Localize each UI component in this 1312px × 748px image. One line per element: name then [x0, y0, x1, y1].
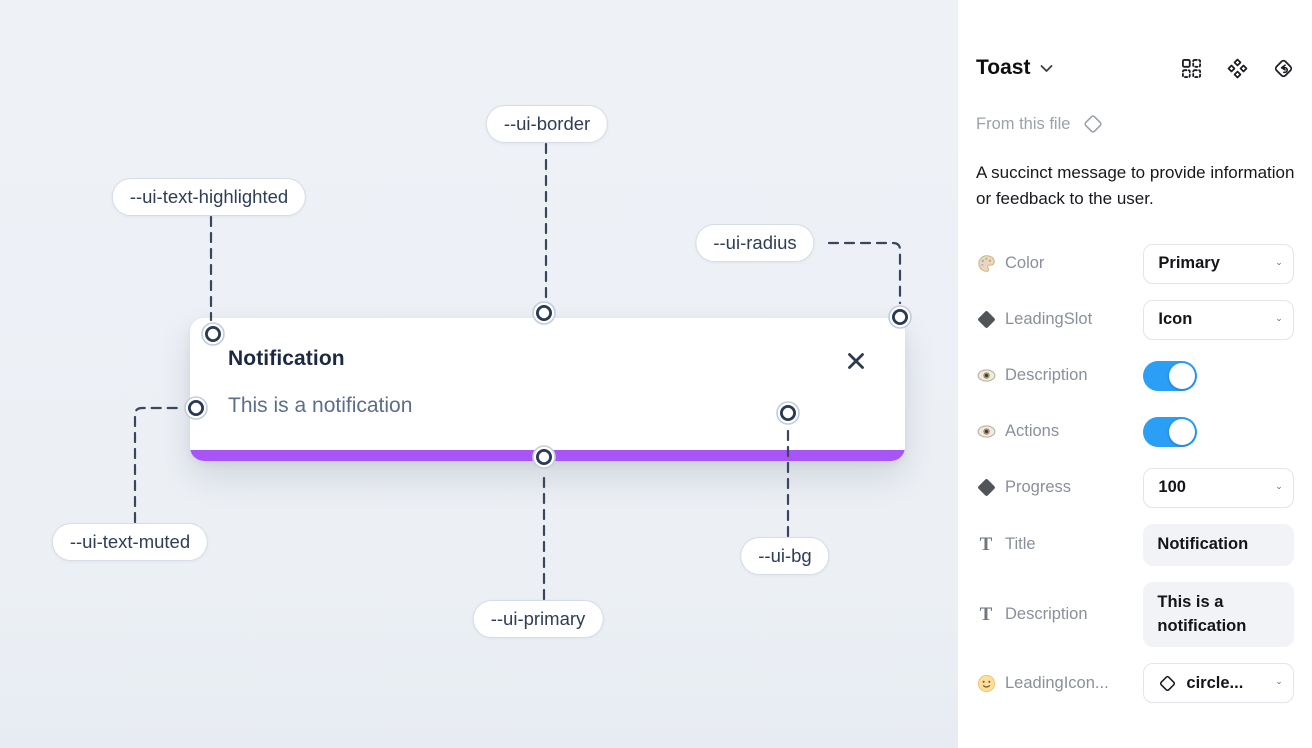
token-label-ui-radius[interactable]: --ui-radius [695, 224, 815, 262]
smiley-icon [976, 673, 996, 693]
property-row-color: Color Primary [976, 243, 1294, 284]
token-label-ui-border[interactable]: --ui-border [485, 105, 609, 143]
property-label: Title [1005, 535, 1036, 554]
eye-icon [976, 366, 996, 386]
chevron-down-icon [1041, 64, 1053, 72]
title-text-field[interactable]: Notification [1143, 523, 1294, 566]
chevron-down-icon [1277, 262, 1281, 265]
progress-dropdown[interactable]: 100 [1143, 467, 1294, 508]
property-row-title: T Title Notification [976, 523, 1294, 566]
panel-header: Toast [976, 56, 1294, 80]
description-toggle[interactable] [1143, 360, 1198, 391]
actions-toggle[interactable] [1143, 416, 1198, 447]
property-label: Color [1005, 254, 1045, 273]
component-icon[interactable] [1227, 58, 1248, 79]
property-row-progress: Progress 100 [976, 467, 1294, 508]
canvas[interactable]: Notification This is a notification [0, 0, 958, 748]
description-text-field[interactable]: This is a notification [1143, 581, 1294, 648]
chevron-down-icon [1277, 486, 1281, 489]
property-label: LeadingSlot [1005, 310, 1093, 329]
chevron-down-icon [1277, 318, 1281, 321]
component-description: A succinct message to provide informatio… [976, 163, 1295, 209]
diamond-outline-icon [1160, 675, 1176, 692]
property-rows: Color Primary LeadingSlot Icon [976, 243, 1294, 704]
property-row-actions-toggle: Actions [976, 412, 1294, 452]
property-row-description-text: T Description This is a notification [976, 581, 1294, 648]
property-row-leadingslot: LeadingSlot Icon [976, 299, 1294, 340]
property-label: LeadingIcon... [1005, 673, 1109, 692]
diamond-icon [976, 310, 996, 330]
source-label: From this file [976, 114, 1071, 133]
color-dropdown[interactable]: Primary [1143, 243, 1294, 284]
palette-icon [976, 254, 996, 274]
chevron-down-icon [1277, 682, 1281, 685]
property-row-description-toggle: Description [976, 356, 1294, 396]
text-icon: T [979, 604, 993, 626]
property-label: Actions [1005, 422, 1060, 441]
close-icon[interactable] [845, 350, 867, 372]
token-label-ui-text-highlighted[interactable]: --ui-text-highlighted [111, 178, 307, 216]
apply-grid-icon[interactable] [1181, 58, 1202, 79]
leadingicon-dropdown[interactable]: circle... [1143, 663, 1294, 704]
return-arrow-icon[interactable] [1273, 58, 1294, 79]
connector-line-radius [827, 241, 902, 305]
eye-icon [976, 422, 996, 442]
property-row-leadingicon: LeadingIcon... circle... [976, 663, 1294, 704]
token-label-ui-primary[interactable]: --ui-primary [472, 600, 604, 638]
toast-description: This is a notification [228, 394, 413, 417]
property-label: Progress [1005, 478, 1072, 497]
toast-title: Notification [228, 347, 345, 370]
source-row: From this file [976, 113, 1294, 135]
properties-panel: Toast [958, 0, 1312, 748]
text-icon: T [979, 534, 993, 556]
connector-line-text-muted [133, 406, 184, 524]
token-label-ui-bg[interactable]: --ui-bg [740, 537, 830, 575]
leadingslot-dropdown[interactable]: Icon [1143, 299, 1294, 340]
component-name-dropdown[interactable]: Toast [976, 56, 1053, 80]
toast-preview-card[interactable]: Notification This is a notification [190, 318, 905, 461]
toast-progress-bar [190, 450, 905, 461]
property-label: Description [1005, 605, 1088, 624]
component-name: Toast [976, 56, 1031, 79]
diamond-icon [976, 478, 996, 498]
file-component-diamond-icon [1084, 115, 1103, 133]
token-label-ui-text-muted[interactable]: --ui-text-muted [51, 523, 209, 561]
panel-toolbar [1181, 58, 1294, 79]
property-label: Description [1005, 366, 1088, 385]
